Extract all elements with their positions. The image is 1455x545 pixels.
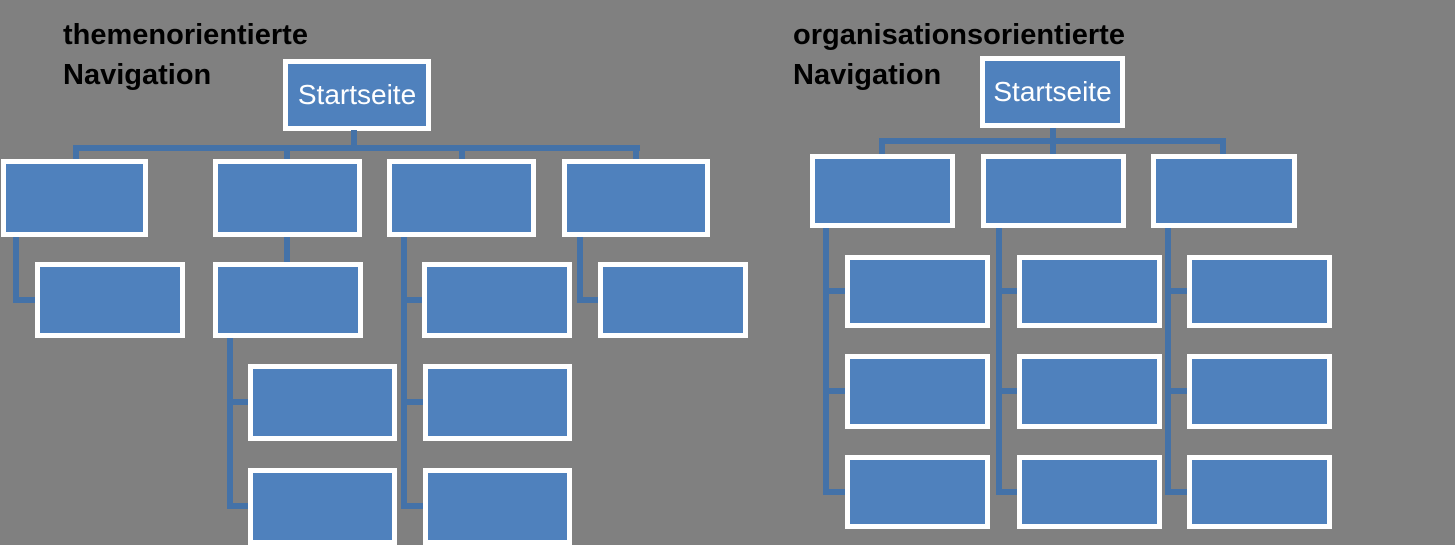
connector-line: [633, 145, 639, 160]
connector-line: [227, 338, 233, 509]
title-line-2: Navigation: [793, 59, 942, 91]
nav-node: [1, 159, 148, 237]
connector-line: [13, 237, 19, 303]
connector-line: [823, 288, 845, 294]
connector-line: [996, 489, 1017, 495]
connector-line: [996, 228, 1002, 495]
connector-line: [227, 399, 248, 405]
nav-node: [35, 262, 185, 338]
connector-line: [459, 145, 465, 160]
connector-line: [13, 297, 35, 303]
nav-node: [423, 468, 572, 545]
diagram-title-organisational: organisationsorientierte Navigation: [793, 15, 1125, 95]
nav-node: [845, 455, 990, 529]
connector-line: [73, 145, 640, 151]
nav-node: [810, 154, 955, 228]
nav-node: [1017, 354, 1162, 429]
nav-node: [1151, 154, 1297, 228]
connector-line: [1165, 288, 1187, 294]
nav-node: [1187, 255, 1332, 328]
connector-line: [401, 297, 422, 303]
connector-line: [1165, 228, 1171, 495]
connector-line: [823, 388, 845, 394]
nav-node: [423, 364, 572, 441]
nav-node: [845, 354, 990, 429]
nav-node: [981, 154, 1126, 228]
nav-node: [387, 159, 536, 237]
connector-line: [1165, 489, 1187, 495]
startseite-node-themed: Startseite: [283, 59, 431, 131]
diagram-title-themed: themenorientierte Navigation: [63, 15, 308, 95]
connector-line: [401, 503, 423, 509]
connector-line: [1165, 388, 1187, 394]
connector-line: [879, 138, 1226, 144]
connector-line: [823, 228, 829, 495]
connector-line: [401, 399, 423, 405]
nav-node: [845, 255, 990, 328]
nav-node: [1017, 255, 1162, 328]
nav-node: [248, 468, 397, 545]
connector-line: [73, 145, 79, 160]
nav-node: [213, 262, 363, 338]
connector-line: [401, 237, 407, 509]
nav-node: [213, 159, 362, 237]
nav-node: [1187, 455, 1332, 529]
connector-line: [284, 145, 290, 160]
nav-node: [562, 159, 710, 237]
connector-line: [879, 138, 885, 155]
nav-node: [1017, 455, 1162, 529]
title-line-1: themenorientierte: [63, 19, 308, 51]
connector-line: [996, 388, 1017, 394]
nav-node: [248, 364, 397, 441]
startseite-label: Startseite: [993, 76, 1112, 107]
connector-line: [284, 237, 290, 262]
nav-node: [598, 262, 748, 338]
nav-node: [1187, 354, 1332, 429]
connector-line: [351, 130, 357, 146]
startseite-node-organisational: Startseite: [980, 56, 1125, 128]
connector-line: [577, 297, 598, 303]
connector-line: [577, 237, 583, 303]
connector-line: [996, 288, 1017, 294]
connector-line: [823, 489, 845, 495]
startseite-label: Startseite: [297, 79, 417, 110]
title-line-2: Navigation: [63, 59, 212, 91]
nav-node: [422, 262, 572, 338]
connector-line: [1220, 138, 1226, 155]
connector-line: [227, 503, 248, 509]
title-line-1: organisationsorientierte: [793, 19, 1125, 51]
